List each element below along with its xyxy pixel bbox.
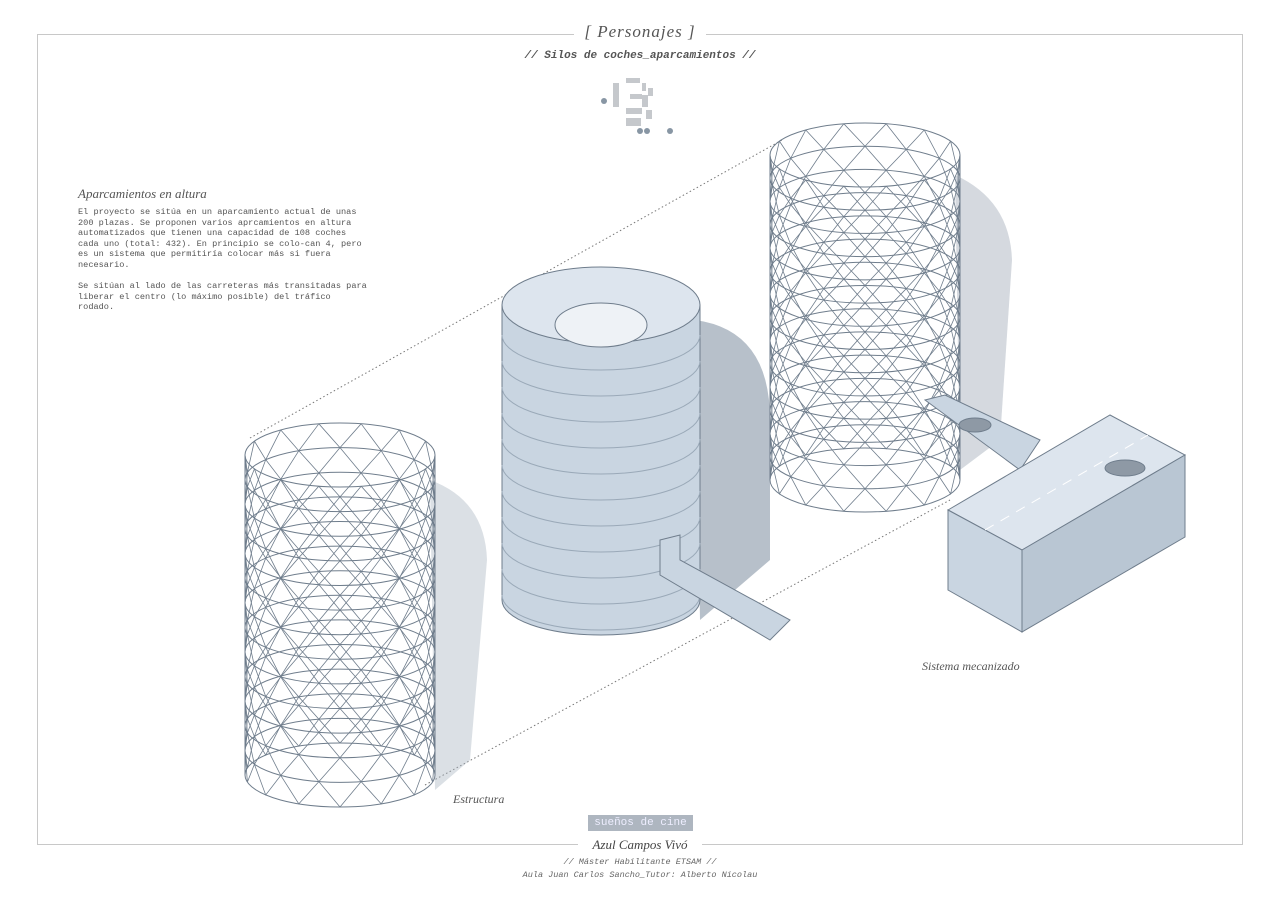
solid-silo (501, 266, 791, 641)
stamp-logo: sueños de cine (588, 815, 693, 831)
label-mechanized: Sistema mecanizado (922, 659, 1020, 673)
description-text: El proyecto se sitúa en un aparcamiento … (78, 207, 368, 313)
site-plan-icon (601, 78, 673, 134)
paragraph-2: Se sitúan al lado de las carreteras más … (78, 281, 367, 313)
program-text: // Máster Habilitante ETSAM // (563, 857, 717, 867)
lattice-silo-left (244, 422, 436, 808)
access-ramp (659, 534, 791, 641)
description-title: Aparcamientos en altura (78, 186, 207, 201)
road-box (923, 394, 1187, 633)
car-icon (958, 417, 992, 433)
author-name: Azul Campos Vivó (0, 836, 1280, 854)
course-text: Aula Juan Carlos Sancho_Tutor: Alberto N… (522, 870, 758, 880)
paragraph-1: El proyecto se sitúa en un aparcamiento … (78, 207, 362, 270)
label-structure: Estructura (453, 792, 505, 806)
car-icon (1104, 459, 1146, 477)
section-title: [ Personajes ] (0, 22, 1280, 42)
shadows (430, 175, 1012, 790)
drawing-subtitle: // Silos de coches_aparcamientos // (524, 50, 756, 62)
lattice-silo-right (769, 122, 961, 513)
